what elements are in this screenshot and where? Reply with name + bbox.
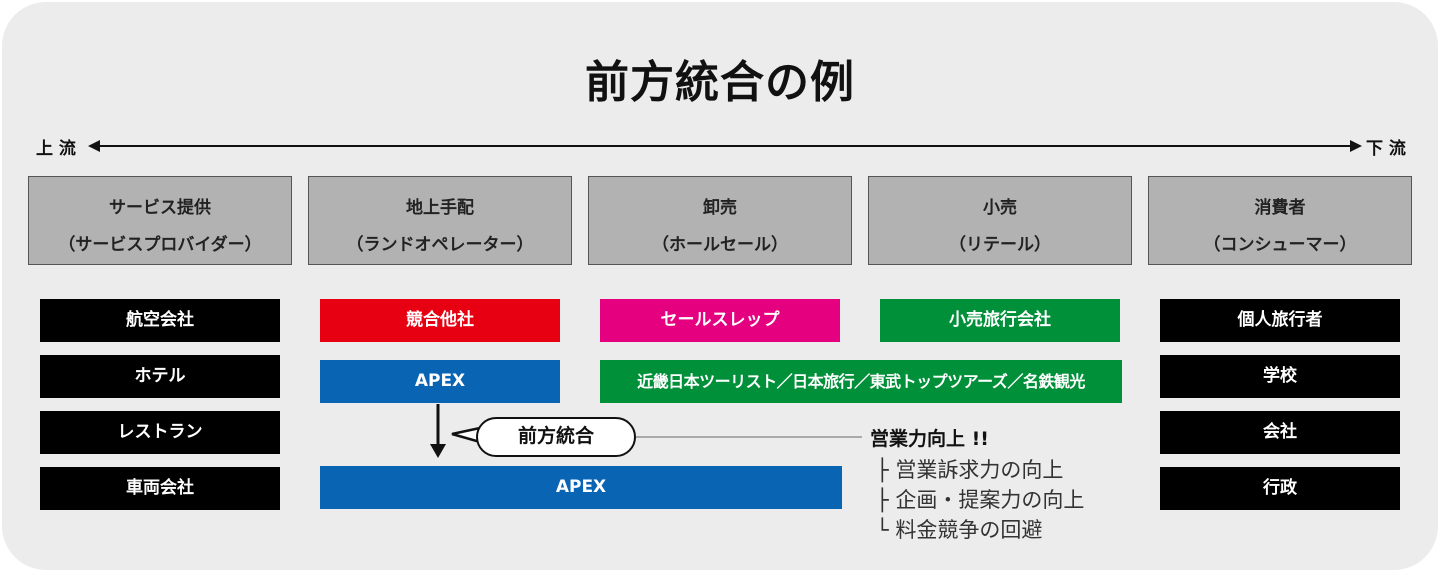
provider-vehicle: 車両会社 [40,467,280,510]
effect-item: └ 料金競争の回避 [876,518,1043,542]
stage-subtitle: （コンシューマー） [1203,235,1357,255]
stage-subtitle: （ランドオペレーター） [346,235,534,255]
consumer-individual: 個人旅行者 [1160,299,1400,342]
consumer-school: 学校 [1160,355,1400,398]
stage-name: 卸売 [703,198,737,218]
stage-land-operator: 地上手配 （ランドオペレーター） [308,176,572,265]
stage-subtitle: （リテール） [949,235,1051,255]
effect-title: 営業力向上 !! [870,428,989,450]
stage-name: 地上手配 [406,198,474,218]
provider-hotel: ホテル [40,355,280,398]
wholesale-agencies-box: 近畿日本ツーリスト／日本旅行／東武トップツアーズ／名鉄観光 [600,360,1122,403]
stage-wholesale: 卸売 （ホールセール） [588,176,852,265]
apex-before-box: APEX [320,360,560,403]
apex-after-box: APEX [320,466,842,509]
sales-rep-box: セールスレップ [600,299,840,342]
stage-name: 小売 [983,198,1017,218]
stage-retail: 小売 （リテール） [868,176,1132,265]
stage-subtitle: （ホールセール） [652,235,788,255]
provider-airline: 航空会社 [40,299,280,342]
stage-name: 消費者 [1254,198,1306,218]
stage-subtitle: （サービスプロバイダー） [58,235,262,255]
provider-restaurant: レストラン [40,411,280,454]
competitor-box: 競合他社 [320,299,560,342]
stage-name: サービス提供 [109,198,211,218]
consumer-government: 行政 [1160,467,1400,510]
effect-item: ├ 営業訴求力の向上 [876,458,1064,482]
upstream-label: 上 流 [36,139,76,159]
consumer-company: 会社 [1160,411,1400,454]
retail-agency-box: 小売旅行会社 [880,299,1120,342]
effect-item: ├ 企画・提案力の向上 [876,488,1085,512]
diagram-title: 前方統合の例 [585,57,855,108]
integration-bubble: 前方統合 [476,417,636,457]
stage-service-provider: サービス提供 （サービスプロバイダー） [28,176,292,265]
stage-consumer: 消費者 （コンシューマー） [1148,176,1412,265]
downstream-label: 下 流 [1366,139,1406,159]
